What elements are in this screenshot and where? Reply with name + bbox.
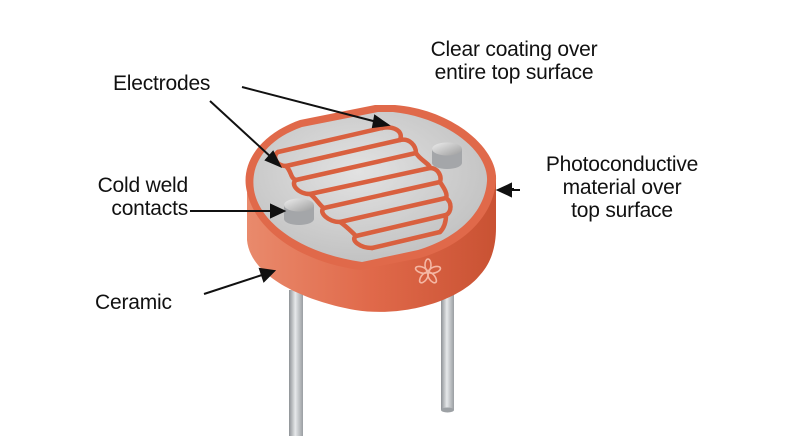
label-ceramic: Ceramic <box>95 291 172 314</box>
arrow-electrodes-surface <box>209 100 273 159</box>
label-clear-coating: Clear coating over entire top surface <box>430 38 598 84</box>
right-lead <box>441 265 454 410</box>
top-surface <box>253 112 488 262</box>
left-lead <box>289 290 303 436</box>
metal-leads <box>289 265 454 436</box>
electrode-path-a <box>275 125 449 251</box>
callout-arrows <box>190 86 520 295</box>
label-cold-weld: Cold weld contacts <box>97 174 189 220</box>
flower-logo-icon <box>414 258 442 284</box>
label-electrodes: Electrodes <box>113 72 211 95</box>
right-contact <box>432 142 462 169</box>
right-lead-end <box>441 407 454 413</box>
ceramic-side <box>247 175 496 312</box>
arrow-electrodes-track <box>241 86 378 123</box>
cold-weld-contacts <box>284 142 462 225</box>
arrow-ceramic <box>203 274 263 295</box>
left-contact <box>284 198 314 225</box>
label-photoconductive: Photoconductive material over top surfac… <box>545 153 699 222</box>
